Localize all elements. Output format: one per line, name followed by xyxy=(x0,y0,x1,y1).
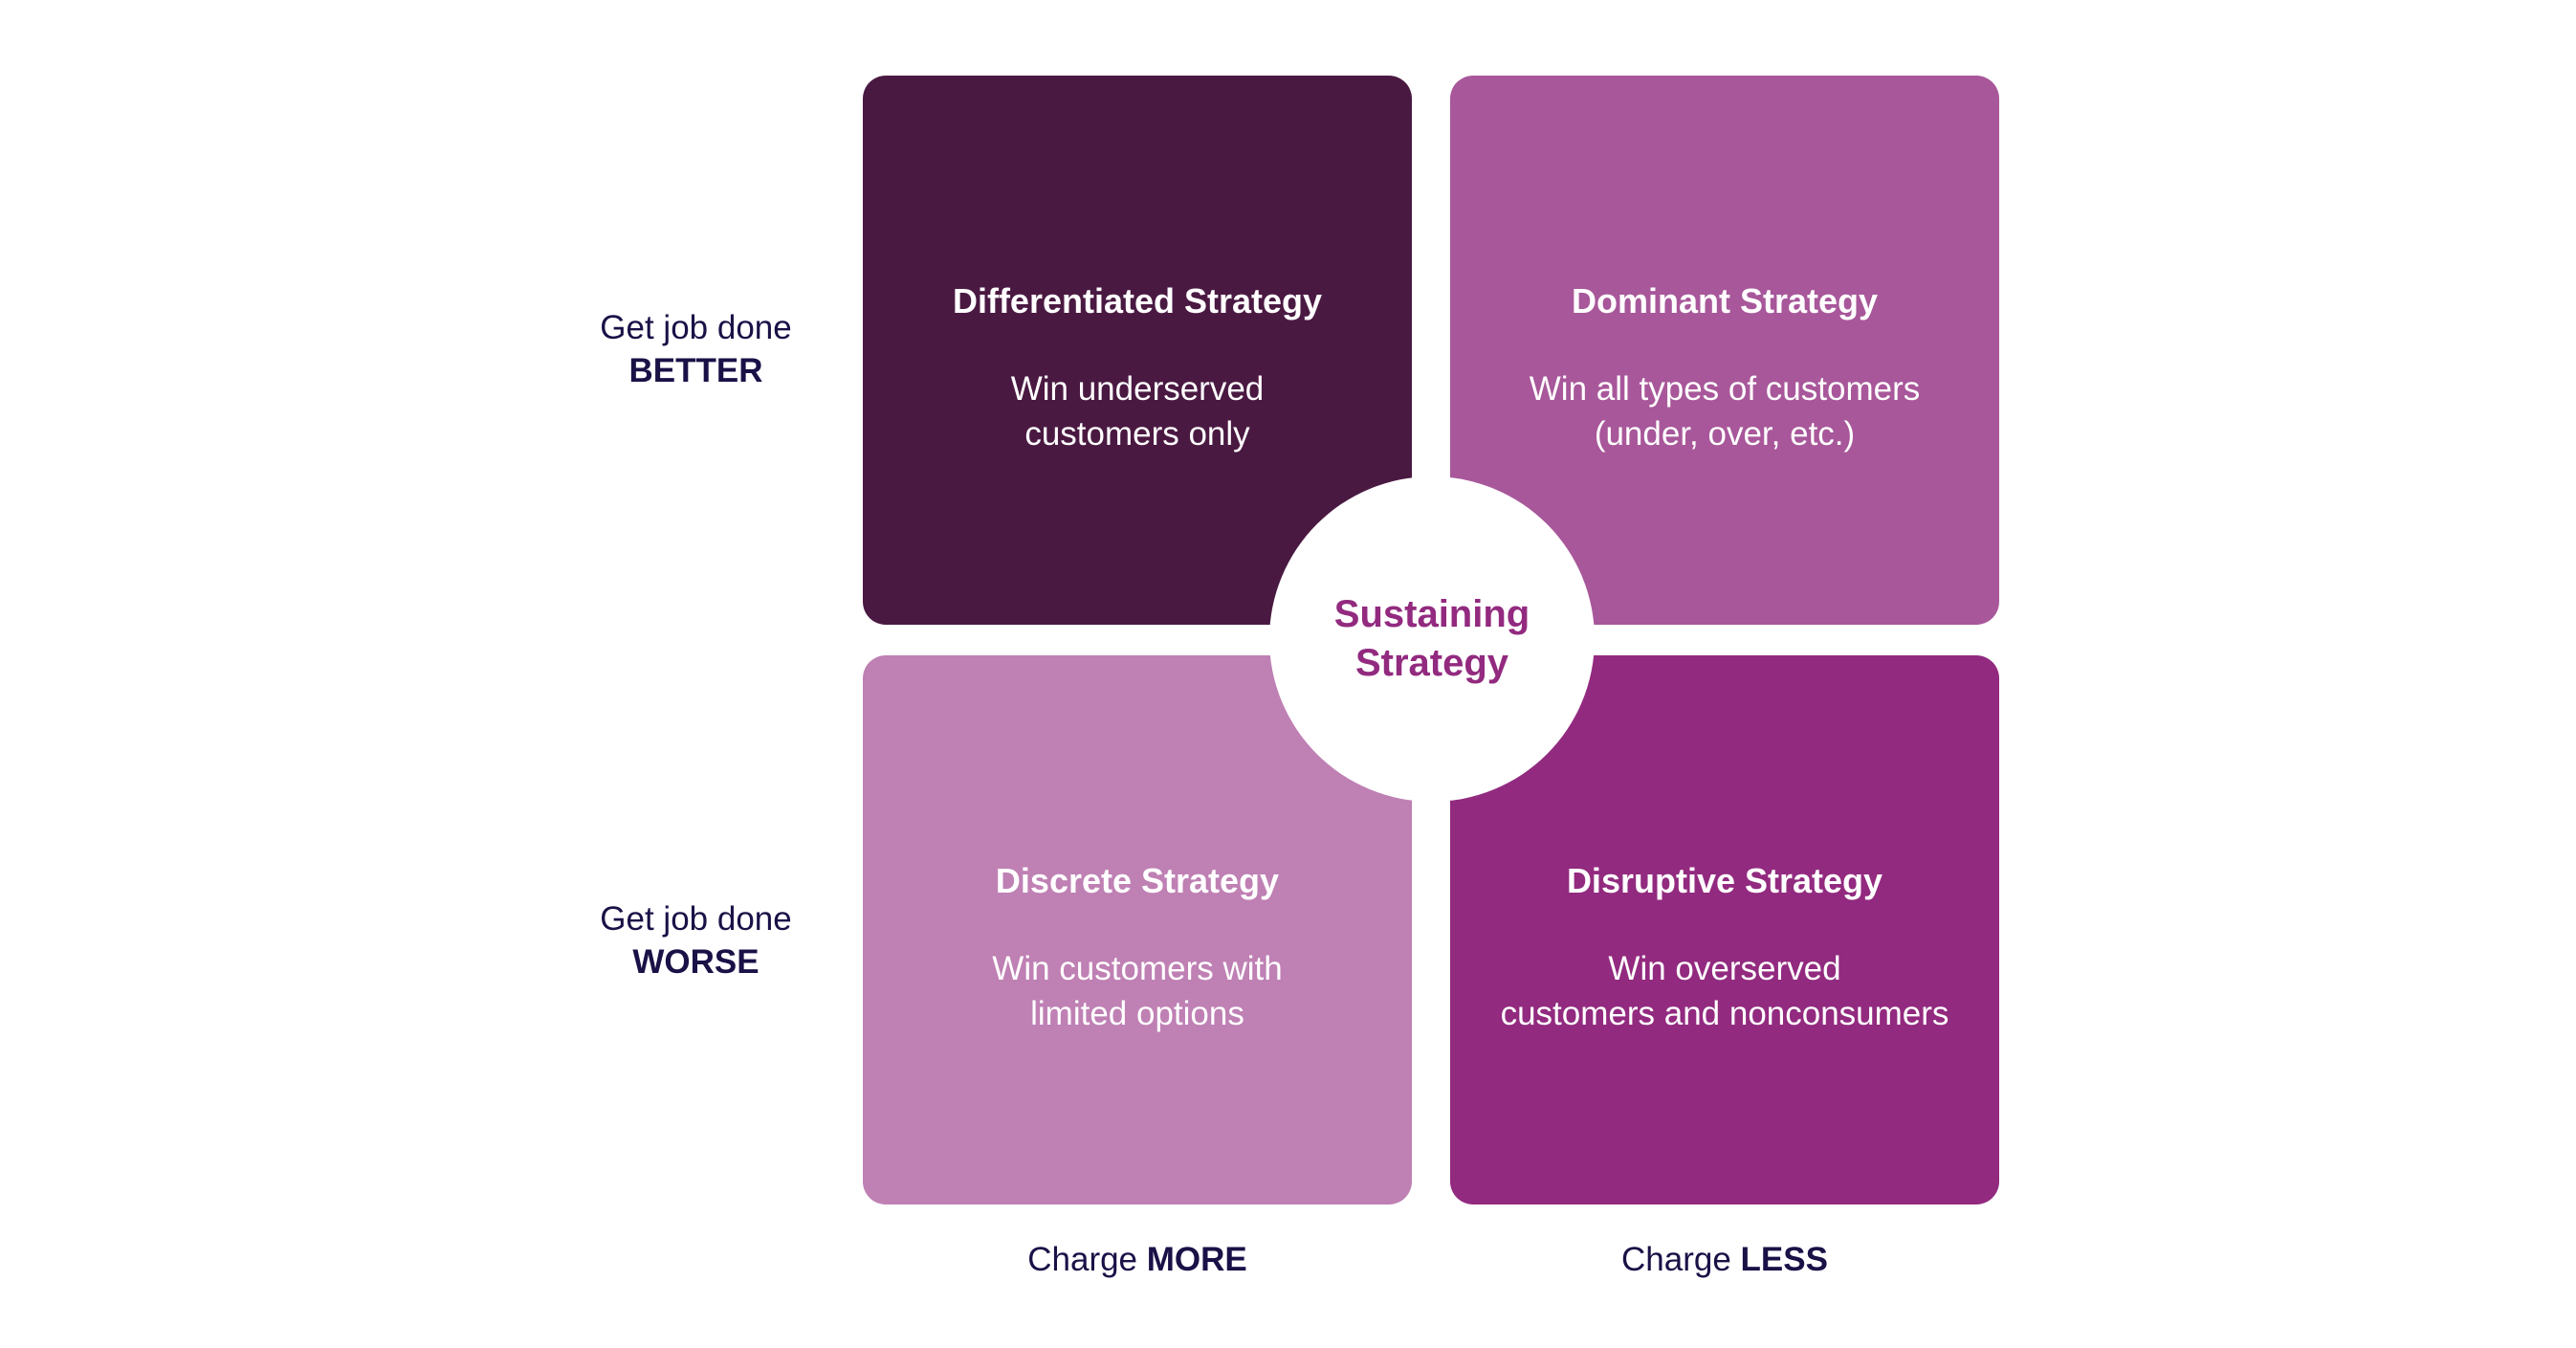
quadrant-description: Win underserved customers only xyxy=(1010,370,1265,453)
quadrant-title: Differentiated Strategy xyxy=(952,281,1323,320)
quadrant-differentiated-strategy: Differentiated Strategy Win underserved … xyxy=(863,76,1412,625)
column-label-less: Charge LESS xyxy=(1450,1239,1999,1281)
row-label-emphasis: WORSE xyxy=(632,943,760,981)
column-label-prefix: Charge xyxy=(1027,1241,1147,1278)
quadrant-title: Discrete Strategy xyxy=(995,861,1280,900)
row-label-prefix: Get job done xyxy=(600,309,792,346)
quadrant-description: Win customers with limited options xyxy=(992,950,1283,1032)
center-circle: Sustaining Strategy xyxy=(1269,476,1595,802)
row-label-prefix: Get job done xyxy=(600,900,792,938)
sustaining-strategy-label: Sustaining Strategy xyxy=(1333,593,1530,684)
column-label-prefix: Charge xyxy=(1621,1241,1741,1278)
row-label-worse: Get job done WORSE xyxy=(536,897,856,983)
quadrant-description: Win all types of customers (under, over,… xyxy=(1529,370,1921,453)
column-label-emphasis: LESS xyxy=(1740,1241,1828,1278)
quadrant-title: Disruptive Strategy xyxy=(1566,861,1883,900)
quadrant-description: Win overserved customers and nonconsumer… xyxy=(1500,950,1949,1032)
column-label-more: Charge MORE xyxy=(863,1239,1412,1281)
column-label-emphasis: MORE xyxy=(1146,1241,1247,1278)
row-label-better: Get job done BETTER xyxy=(536,306,856,392)
quadrant-title: Dominant Strategy xyxy=(1571,281,1879,320)
row-label-emphasis: BETTER xyxy=(628,352,763,389)
